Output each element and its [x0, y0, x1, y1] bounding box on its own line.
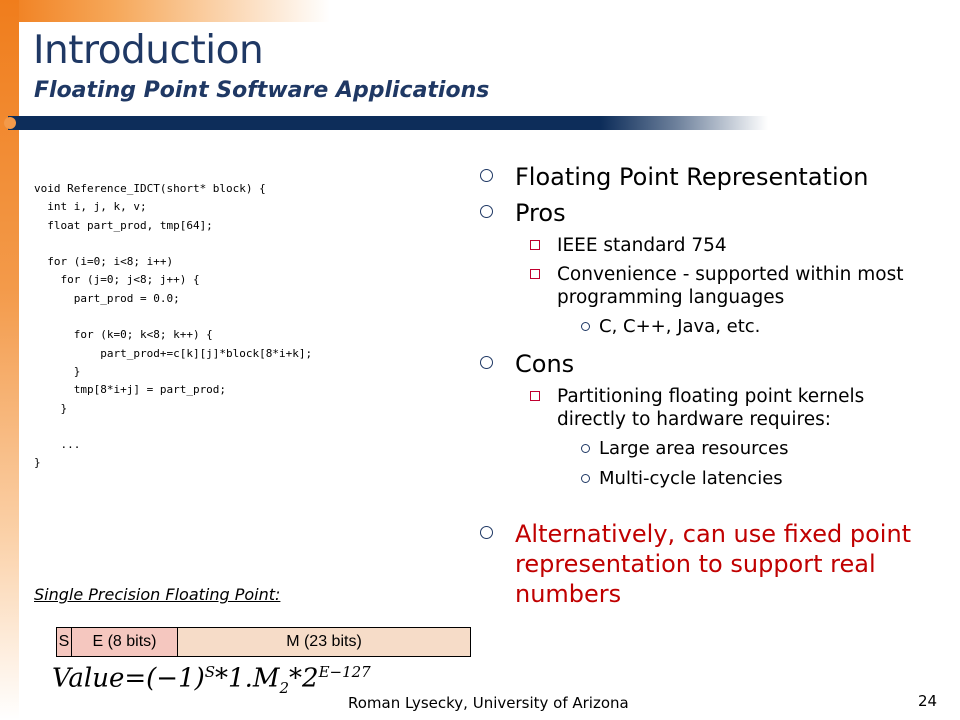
bullet-text: C, C++, Java, etc.: [599, 316, 761, 337]
bullet-text: Floating Point Representation: [515, 163, 869, 191]
code-line: part_prod = 0.0;: [34, 291, 180, 305]
formula-sign-term: (−1): [146, 663, 205, 694]
formula-mantissa: *1.M: [215, 663, 280, 694]
formula-sign-exponent: S: [204, 663, 216, 681]
hollow-circle-bullet-icon: [581, 444, 590, 453]
sign-field: S: [57, 628, 72, 656]
code-line: [34, 235, 454, 253]
bullet-pros: Pros: [480, 198, 920, 228]
single-precision-label: Single Precision Floating Point:: [34, 585, 281, 604]
bullet-text: Pros: [515, 199, 566, 227]
formula-base: *2: [289, 663, 319, 694]
code-line: ...: [34, 438, 81, 452]
bullet-text: Alternatively, can use fixed point repre…: [515, 520, 912, 608]
square-bullet-icon: [530, 269, 540, 279]
bullet-cons: Cons: [480, 349, 920, 379]
exponent-field: E (8 bits): [72, 628, 178, 656]
bullet-text: IEEE standard 754: [557, 235, 727, 256]
code-line: float part_prod, tmp[64];: [34, 218, 213, 232]
orange-side-bar: [0, 0, 19, 720]
bullet-text: Cons: [515, 350, 575, 378]
bullet-list: Floating Point Representation Pros IEEE …: [480, 162, 920, 615]
value-formula: Value=(−1)S*1.M2*2E−127: [52, 663, 371, 697]
formula-lhs: Value: [52, 663, 125, 694]
bullet-text: Large area resources: [599, 438, 789, 459]
page-number: 24: [918, 692, 938, 710]
orange-corner-decoration: [0, 0, 330, 22]
code-line: tmp[8*i+j] = part_prod;: [34, 383, 227, 397]
hollow-circle-bullet-icon: [480, 205, 493, 218]
code-line: part_prod+=c[k][j]*block[8*i+k];: [34, 346, 313, 360]
title-rule: [8, 116, 768, 130]
bullet-alternative: Alternatively, can use fixed point repre…: [480, 519, 920, 609]
code-line: }: [34, 401, 68, 415]
hollow-circle-bullet-icon: [581, 474, 590, 483]
hollow-circle-bullet-icon: [480, 356, 493, 369]
code-line: for (i=0; i<8; i++): [34, 255, 174, 269]
code-line: }: [34, 364, 81, 378]
bullet-latency: Multi-cycle latencies: [480, 467, 920, 491]
float-format-diagram: S E (8 bits) M (23 bits): [56, 627, 471, 657]
title-rule-dot: [4, 117, 16, 129]
bullet-representation: Floating Point Representation: [480, 162, 920, 192]
mantissa-field: M (23 bits): [178, 628, 470, 656]
bullet-area: Large area resources: [480, 437, 920, 461]
formula-subscript: 2: [279, 678, 290, 697]
bullet-partitioning: Partitioning floating point kernels dire…: [480, 385, 920, 431]
bullet-ieee: IEEE standard 754: [480, 234, 920, 257]
code-line: int i, j, k, v;: [34, 200, 147, 214]
bullet-text: Convenience - supported within most prog…: [557, 264, 904, 308]
code-line: for (j=0; j<8; j++) {: [34, 273, 200, 287]
code-block: void Reference_IDCT(short* block) { int …: [34, 180, 454, 473]
hollow-circle-bullet-icon: [480, 526, 493, 539]
square-bullet-icon: [530, 240, 540, 250]
slide-subtitle: Floating Point Software Applications: [34, 78, 490, 103]
bullet-text: Partitioning floating point kernels dire…: [557, 386, 865, 430]
square-bullet-icon: [530, 391, 540, 401]
formula-exponent: E−127: [318, 663, 371, 681]
hollow-circle-bullet-icon: [581, 322, 590, 331]
bullet-convenience: Convenience - supported within most prog…: [480, 263, 920, 309]
code-line: [34, 308, 454, 326]
code-line: void Reference_IDCT(short* block) {: [34, 182, 266, 195]
bullet-text: Multi-cycle latencies: [599, 468, 783, 489]
bullet-languages: C, C++, Java, etc.: [480, 315, 920, 339]
code-line: }: [34, 456, 41, 470]
code-line: for (k=0; k<8; k++) {: [34, 328, 213, 342]
slide-title: Introduction: [33, 28, 264, 73]
hollow-circle-bullet-icon: [480, 169, 493, 182]
code-line: [34, 418, 454, 436]
footer-author: Roman Lysecky, University of Arizona: [348, 694, 629, 712]
